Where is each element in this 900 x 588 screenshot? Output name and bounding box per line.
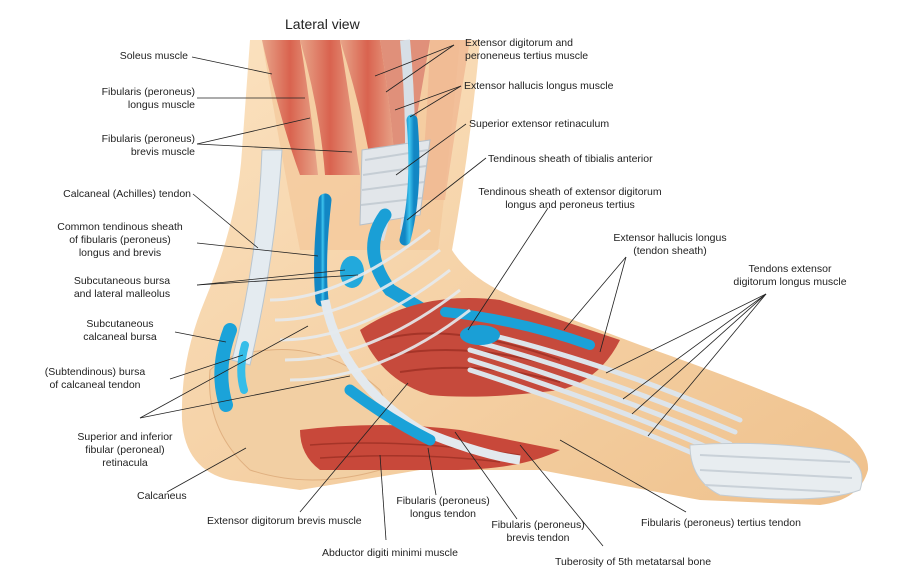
label-soleus-muscle: Soleus muscle — [119, 50, 188, 62]
label-calcaneus: Calcaneus — [137, 490, 187, 502]
tib-ant-sheath-shape — [399, 114, 420, 246]
label-fibularis-longus-tendon: Fibularis (peroneus)longus tendon — [396, 495, 490, 520]
label-achilles-tendon: Calcaneal (Achilles) tendon — [63, 188, 191, 200]
label-superior-extensor-retinaculum: Superior extensor retinaculum — [469, 118, 610, 130]
tibia-edge — [420, 40, 470, 200]
retinacula-fibers — [269, 228, 471, 382]
calcaneal-bursa-shape — [214, 323, 237, 412]
diagram-title: Lateral view — [285, 16, 360, 32]
label-abductor-digiti-minimi: Abductor digiti minimi muscle — [322, 547, 458, 559]
malleolus-bursa-shape — [340, 256, 364, 288]
leader-lines — [139, 44, 767, 547]
soleus-muscle-shape — [262, 40, 318, 175]
label-tibialis-anterior-sheath: Tendinous sheath of tibialis anterior — [488, 153, 653, 165]
extensor-tendons-foot — [467, 327, 743, 468]
fibularis-sheath-shape — [314, 193, 332, 307]
fibularis-longus-shape — [300, 40, 360, 175]
label-extensor-digitorum-brevis: Extensor digitorum brevis muscle — [207, 515, 362, 527]
label-tuberosity-5th-metatarsal: Tuberosity of 5th metatarsal bone — [555, 556, 712, 568]
extensor-digitorum-shape — [340, 40, 395, 170]
label-ehl-muscle: Extensor hallucis longus muscle — [464, 80, 614, 92]
edl-sheath-end — [460, 325, 500, 345]
label-fibularis-longus-muscle: Fibularis (peroneus)longus muscle — [101, 86, 195, 111]
label-ehl-sheath: Extensor hallucis longus(tendon sheath) — [613, 232, 727, 257]
label-fibularis-brevis-tendon: Fibularis (peroneus)brevis tendon — [491, 519, 585, 544]
subtendinous-bursa-shape — [237, 341, 249, 394]
achilles-tendon-shape — [231, 149, 283, 366]
label-fibularis-tertius-tendon: Fibularis (peroneus) tertius tendon — [641, 517, 801, 529]
label-fibularis-brevis-muscle: Fibularis (peroneus)brevis muscle — [101, 133, 195, 158]
